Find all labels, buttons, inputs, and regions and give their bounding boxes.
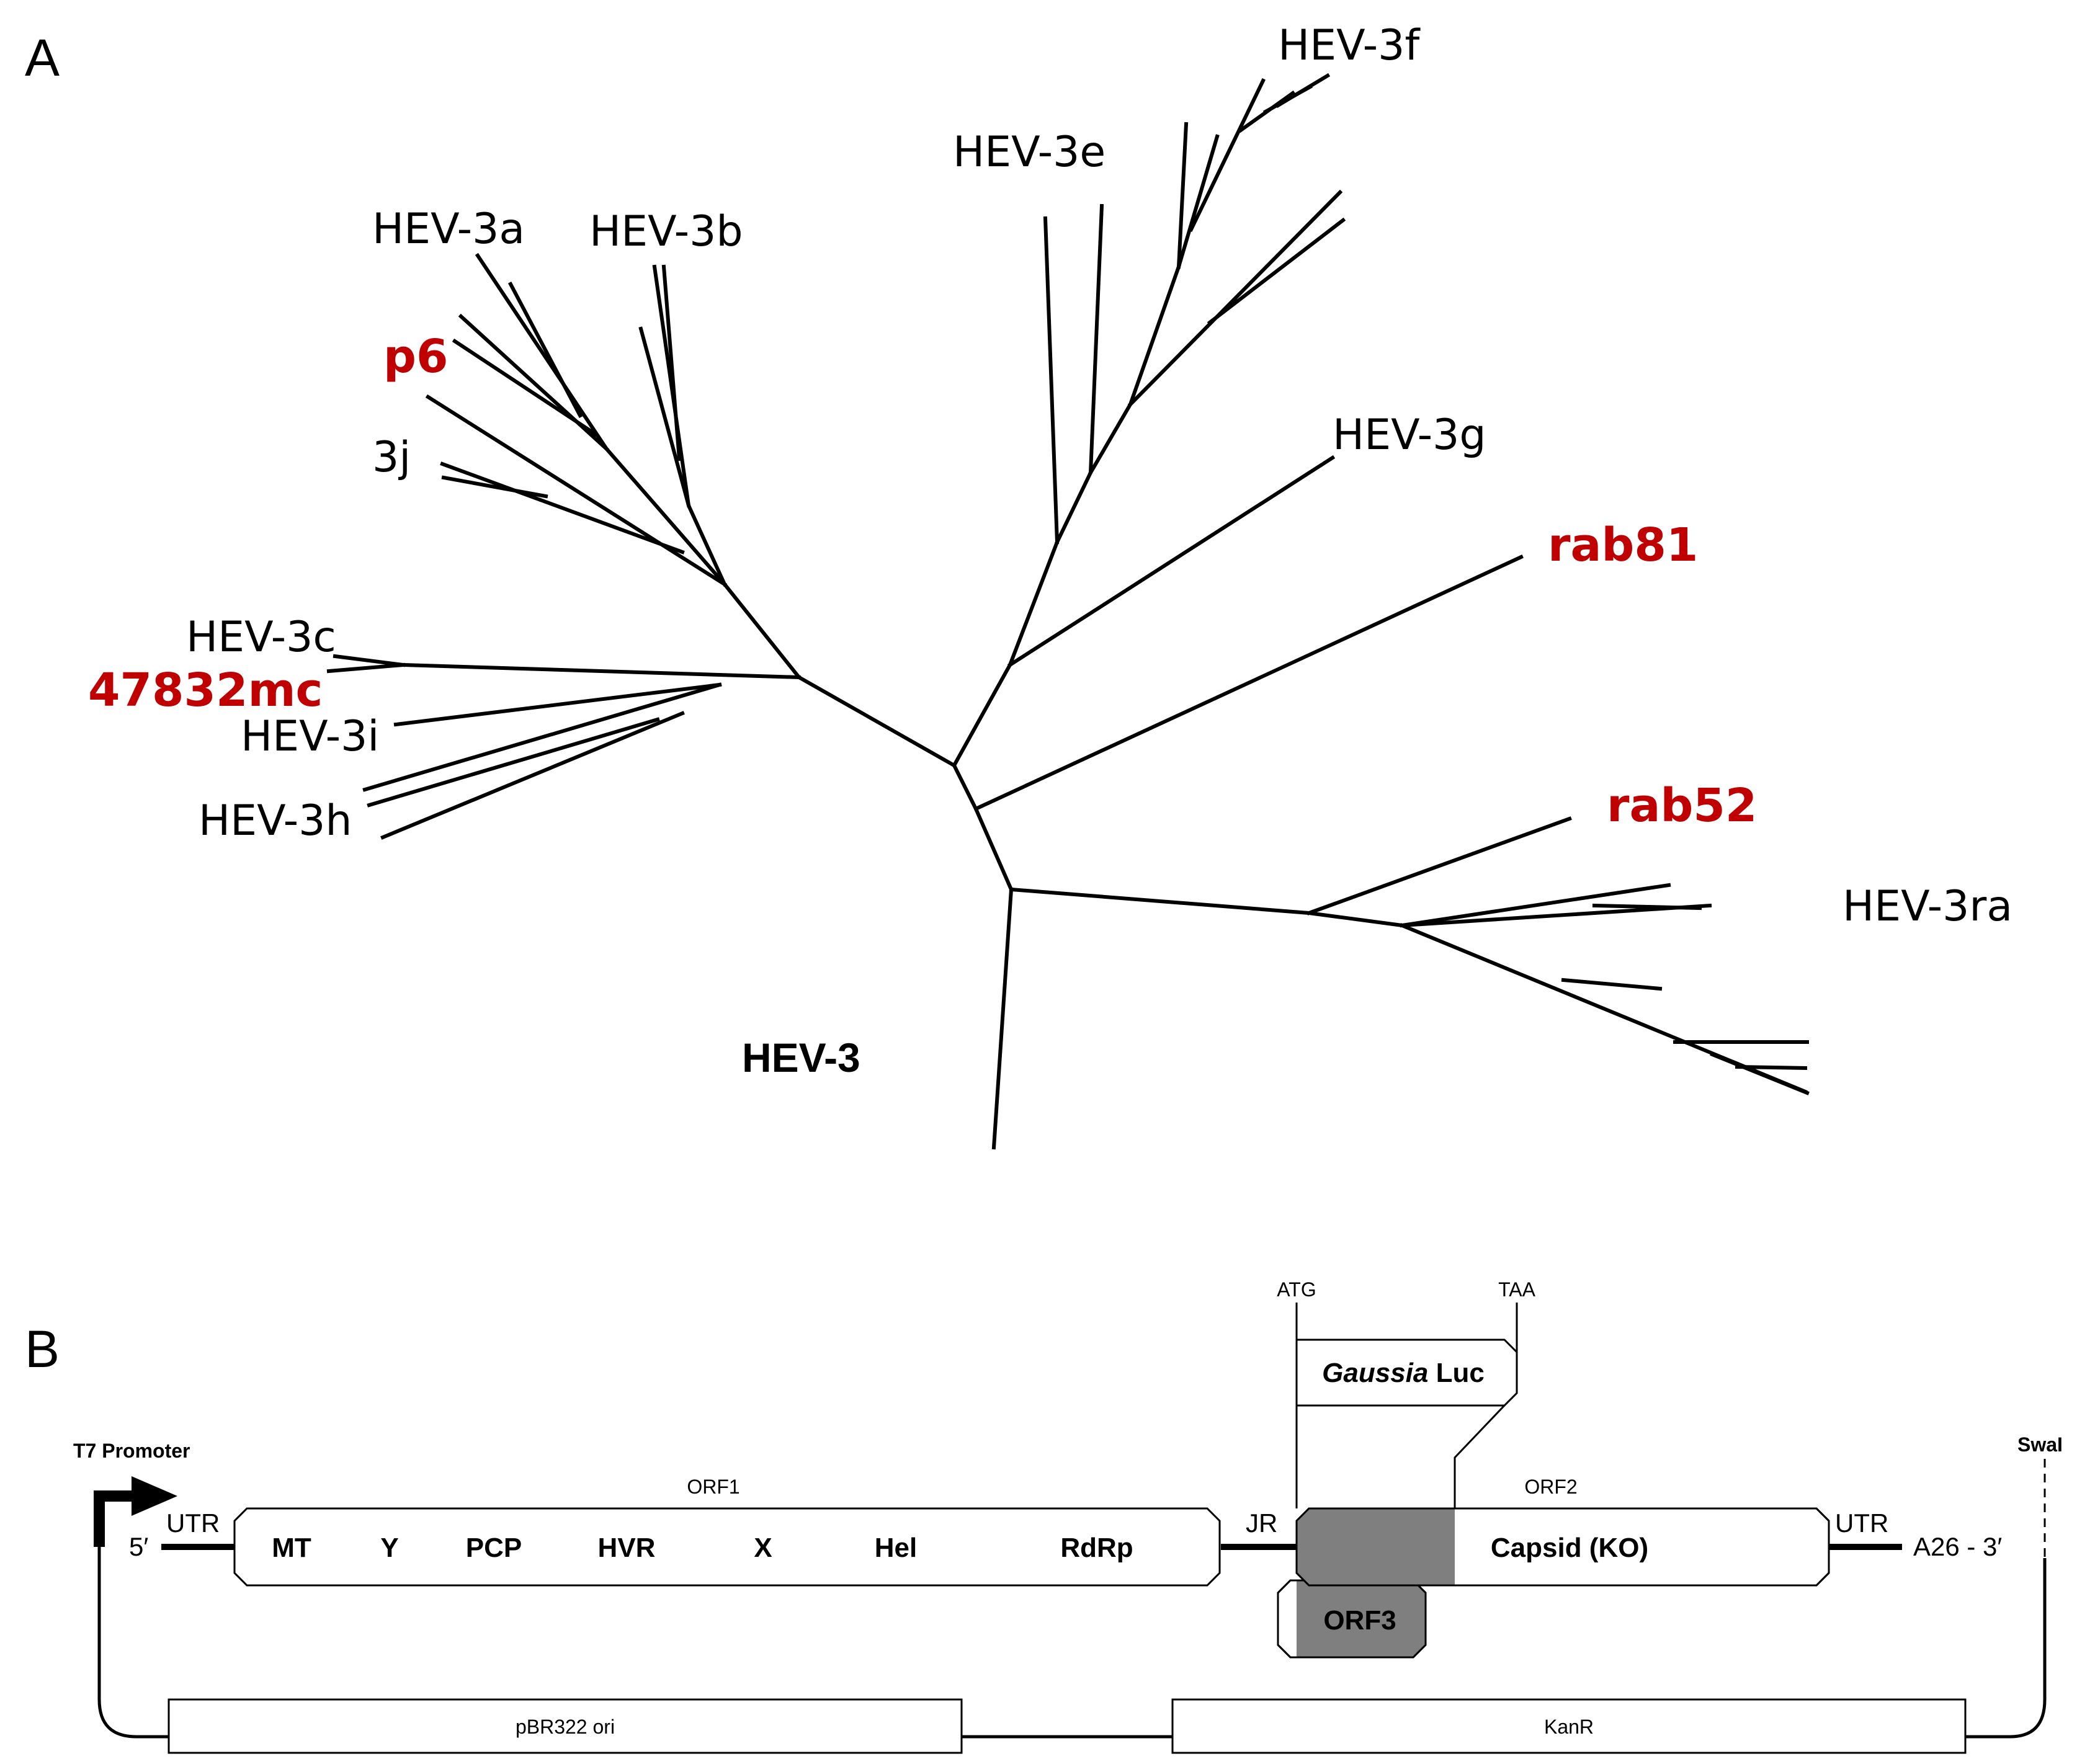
leaf-hev3g: HEV-3g [1333, 411, 1486, 460]
tree-branch-ra [1009, 887, 1405, 928]
phylogenetic-tree [326, 73, 1810, 1150]
tree-branch-ra-8 [1710, 1052, 1810, 1095]
tree-branch-ra-1 [1400, 883, 1671, 928]
pbr322-ori-box [168, 1698, 963, 1754]
tree-branch-3c-2 [333, 654, 406, 667]
t7-promoter-label: T7 Promoter [73, 1440, 190, 1462]
leaf-hev3ra: HEV-3ra [1842, 882, 2012, 931]
kanr-label: KanR [1544, 1716, 1594, 1738]
orf1-domain-y: Y [380, 1533, 398, 1563]
orf2-box-outline [1295, 1507, 1830, 1587]
t7-promoter-arrow-icon [94, 1476, 177, 1547]
tree-branch-3b-2 [638, 326, 691, 508]
utr-right-label: UTR [1835, 1508, 1888, 1538]
tree-branch-3b-3 [661, 264, 682, 461]
taa-label: TAA [1498, 1278, 1536, 1301]
plasmid-loop [97, 1547, 2047, 1739]
tree-branch-ra-3 [1592, 903, 1702, 911]
panel-b-letter: B [25, 1320, 60, 1378]
panel-b: B T7 Promoter 5′ UTR JR UTR A26 - 3′ Swa… [25, 1278, 2063, 1754]
panel-a: A [25, 21, 2012, 1150]
orf2-capsid-label: Capsid (KO) [1491, 1533, 1648, 1563]
tree-branch-rab52 [1306, 816, 1572, 915]
tree-branch-root [991, 887, 1014, 1150]
gaussia-italic: Gaussia [1322, 1358, 1428, 1388]
tree-branch-3h-2 [367, 717, 660, 808]
luc-connector-line [1454, 1404, 1506, 1508]
leaf-rab81: rab81 [1548, 519, 1698, 572]
tree-branch-3j-1 [425, 394, 728, 587]
tree-branch-3i [393, 682, 722, 727]
luc-text: Luc [1428, 1358, 1484, 1388]
tree-branch-3j-2 [440, 461, 685, 555]
orf2-title: ORF2 [1524, 1476, 1577, 1498]
tree-branch-47832mc [326, 662, 406, 674]
leaf-hev3f: HEV-3f [1278, 21, 1421, 70]
tree-branch-3f-3 [1188, 78, 1266, 233]
orf1-domain-mt: MT [272, 1533, 311, 1563]
leaf-hev3h: HEV-3h [199, 796, 352, 845]
tree-branch-3efg [951, 540, 1060, 768]
tree-branch-3e-1 [1043, 216, 1060, 545]
tree-branch-3ab [475, 252, 728, 587]
orf1-domain-hel: Hel [875, 1533, 917, 1563]
tree-branch-3f-7 [1127, 189, 1343, 408]
panel-a-letter: A [25, 29, 60, 87]
orf3-label: ORF3 [1323, 1605, 1396, 1636]
tree-branch-3b-1 [652, 264, 727, 587]
tree-branch-3f-1 [1176, 122, 1189, 269]
orf1-domain-rdrp: RdRp [1060, 1533, 1133, 1563]
pbr322-ori-label: pBR322 ori [516, 1716, 615, 1738]
tree-branch-3f-2 [1176, 134, 1220, 269]
genotype-label: HEV-3 [742, 1035, 860, 1080]
leaf-3j: 3j [372, 433, 411, 482]
tree-branch-3f-6 [1275, 73, 1331, 109]
orf2-knockout-region [1297, 1508, 1455, 1585]
utr-left-label: UTR [166, 1508, 220, 1538]
tree-branch-3h-1 [362, 682, 722, 792]
tree-branch-3e-2 [1054, 203, 1104, 545]
leaf-hev3a: HEV-3a [372, 205, 525, 254]
swai-label: SwaI [2017, 1433, 2063, 1456]
leaf-47832mc: 47832mc [88, 664, 323, 717]
leaf-hev3b: HEV-3b [589, 207, 743, 256]
tree-branch-ra-7 [1735, 1064, 1808, 1071]
leaf-hev3e: HEV-3e [953, 128, 1106, 177]
leaf-rab52: rab52 [1607, 779, 1757, 832]
orf1-box [233, 1507, 1221, 1587]
tree-branch-3g [1007, 455, 1336, 668]
tree-branch-3h-3 [380, 711, 685, 840]
orf1-domain-hvr: HVR [598, 1533, 656, 1563]
three-prime-label: A26 - 3′ [1913, 1532, 2002, 1561]
five-prime-label: 5′ [129, 1532, 148, 1561]
tree-branch-ra-5 [1561, 978, 1663, 991]
jr-label: JR [1246, 1508, 1277, 1538]
tree-branch-rab81 [973, 555, 1524, 811]
orf1-domain-pcp: PCP [466, 1533, 522, 1563]
orf3-shaded [1297, 1580, 1426, 1657]
tree-branch-3f-8 [1207, 217, 1346, 326]
tree-branch-3c [401, 662, 802, 680]
leaf-p6: p6 [383, 330, 448, 383]
leaf-hev3c: HEV-3c [186, 613, 336, 662]
tree-branch-p6-2 [452, 338, 599, 437]
orf1-domain-x: X [754, 1533, 772, 1563]
kanr-box [1171, 1698, 1967, 1754]
tree-branch-3j-3 [441, 475, 548, 499]
gaussia-luc-label: Gaussia Luc [1322, 1358, 1485, 1388]
orf1-title: ORF1 [687, 1476, 739, 1498]
leaf-hev3i: HEV-3i [241, 712, 379, 761]
atg-label: ATG [1277, 1278, 1316, 1301]
tree-branch-3a-2 [507, 281, 583, 419]
